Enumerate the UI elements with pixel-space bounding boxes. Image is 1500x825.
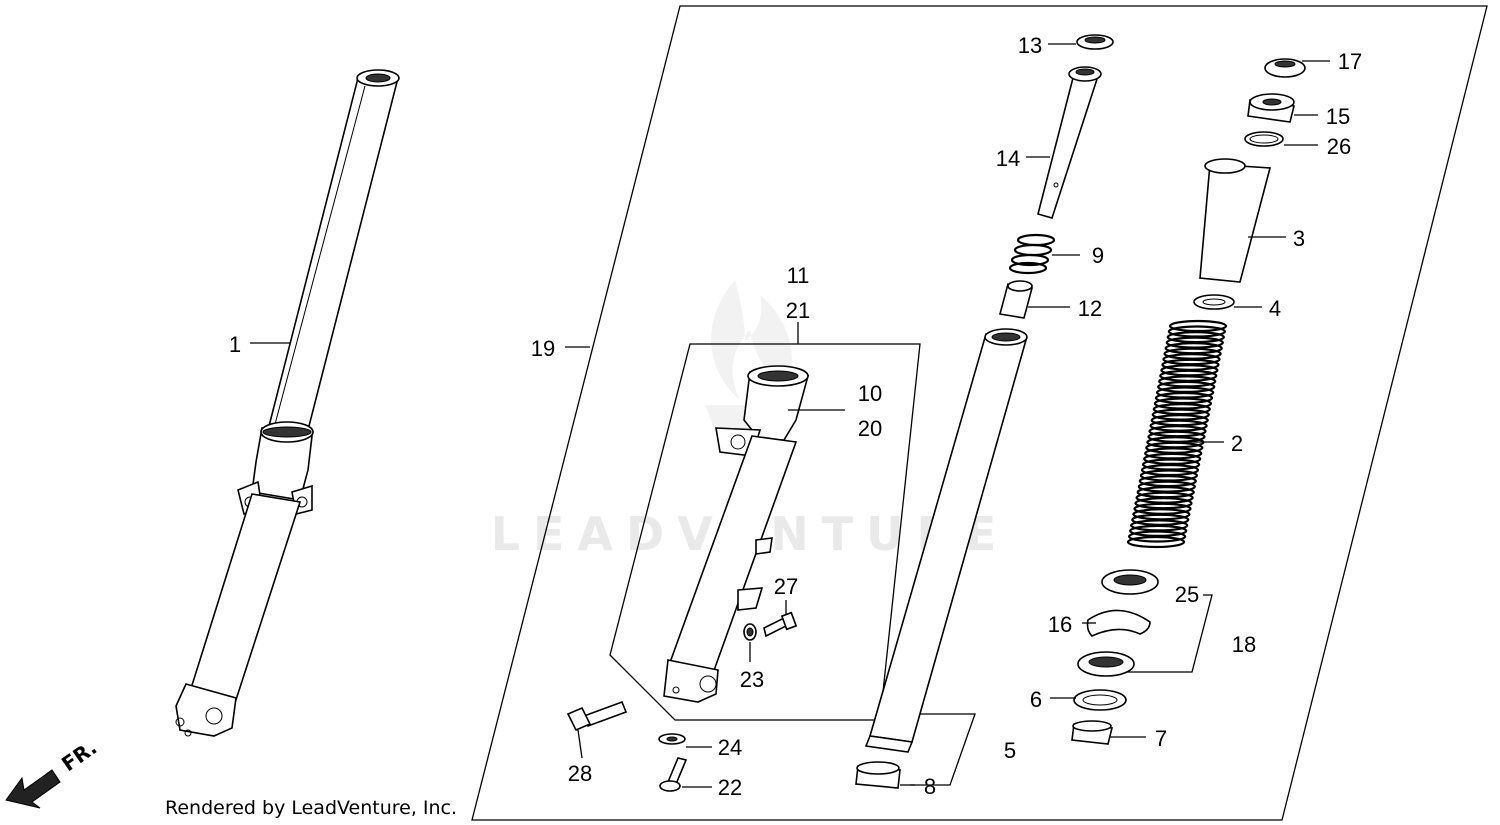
spring-seat-4: [1193, 294, 1235, 310]
oil-lock-piece-12: [999, 280, 1033, 319]
fork-bolt-15: [1247, 93, 1295, 123]
spring-coil: [1129, 524, 1188, 538]
callout-14: 14: [996, 146, 1020, 171]
bracket-5-8: [895, 713, 976, 786]
callout-6: 6: [1030, 687, 1042, 712]
spring-coil: [1126, 535, 1186, 549]
slider-group-boundary: [609, 343, 921, 721]
callout-10: 10: [858, 381, 882, 406]
back-up-ring-6: [1073, 689, 1127, 711]
spring-coil: [1165, 336, 1224, 349]
spring-coil: [1152, 403, 1211, 416]
bolt-28: [566, 700, 628, 732]
spring-coil: [1167, 325, 1227, 338]
spring-coil: [1149, 419, 1208, 432]
spring-coil: [1163, 347, 1222, 360]
spring-coil: [1135, 491, 1194, 504]
spring-coil: [1140, 463, 1200, 477]
spring-coil: [1159, 369, 1218, 382]
cap-17: [1264, 58, 1306, 78]
callout-17: 17: [1338, 49, 1362, 74]
callout-28: 28: [568, 761, 592, 786]
inner-tube-5: [864, 328, 1028, 753]
spring-coil: [1134, 497, 1193, 510]
spring-coil: [1158, 375, 1217, 388]
callout-16: 16: [1048, 612, 1072, 637]
callout-22: 22: [718, 775, 742, 800]
callout-4: 4: [1269, 296, 1281, 321]
callout-7: 7: [1155, 726, 1167, 751]
bush-8: [855, 761, 901, 789]
callout-labels: 1 2 3 4 5 6 7 8 9 10 11 12 13 14 15 16 1…: [229, 33, 1362, 800]
callout-27: 27: [774, 574, 798, 599]
washer-23: [743, 623, 757, 641]
spring-coil: [1166, 331, 1225, 344]
spring-coil: [1154, 391, 1214, 405]
spring-coil: [1137, 480, 1196, 493]
callout-25: 25: [1175, 582, 1199, 607]
slider-bush-7: [1071, 720, 1113, 745]
callout-23: 23: [740, 667, 764, 692]
callout-20: 20: [858, 416, 882, 441]
spring-coil: [1132, 508, 1191, 521]
kit-boundary-19: [471, 5, 1488, 821]
spring-coil: [1153, 397, 1213, 410]
spring-coil: [1139, 469, 1199, 482]
callout-1: 1: [229, 332, 241, 357]
washer-24: [658, 733, 686, 745]
spring-coil: [1138, 475, 1197, 488]
spring-coil: [1162, 353, 1221, 366]
callout-15: 15: [1326, 104, 1350, 129]
front-direction-arrow: FR.: [5, 735, 101, 809]
spring-coil: [1148, 425, 1207, 438]
fork-spring-2: [1126, 319, 1228, 549]
callout-18: 18: [1232, 632, 1256, 657]
spring-coil: [1143, 452, 1202, 465]
fr-label: FR.: [57, 735, 101, 776]
spring-coil: [1131, 513, 1190, 526]
render-credit: Rendered by LeadVenture, Inc.: [165, 797, 457, 819]
o-ring-26: [1244, 131, 1284, 147]
callout-8: 8: [924, 774, 936, 799]
callout-26: 26: [1327, 134, 1351, 159]
spring-coil: [1144, 447, 1203, 460]
callout-19: 19: [531, 336, 555, 361]
spring-coil: [1160, 364, 1219, 377]
bolt-27: [763, 611, 798, 638]
callout-9: 9: [1092, 243, 1104, 268]
callout-5: 5: [1004, 738, 1016, 763]
callout-2: 2: [1231, 431, 1243, 456]
callout-13: 13: [1018, 33, 1042, 58]
stopper-ring-16: [1086, 609, 1151, 637]
damper-rod-14: [1037, 66, 1102, 219]
spring-coil: [1127, 530, 1187, 543]
fork-assembly-1: [175, 69, 400, 737]
spring-coil: [1145, 441, 1204, 454]
seal-13: [1076, 34, 1114, 50]
callout-11: 11: [787, 263, 810, 288]
bracket-18: [1125, 594, 1213, 673]
rebound-spring-9: [1008, 233, 1056, 275]
dust-seal-25: [1101, 569, 1159, 595]
callout-3: 3: [1293, 226, 1305, 251]
spring-coil: [1157, 380, 1216, 393]
bolt-22: [659, 757, 688, 792]
spring-coil: [1130, 519, 1189, 532]
callout-24: 24: [718, 735, 742, 760]
spring-coil: [1151, 408, 1210, 421]
spring-coil: [1168, 319, 1228, 333]
spacer-3: [1199, 158, 1272, 283]
oil-seal-18: [1077, 651, 1135, 677]
callout-12: 12: [1078, 296, 1102, 321]
callout-21: 21: [786, 298, 810, 323]
fork-slider-10-20: [663, 365, 810, 703]
leader-lines: [250, 43, 1330, 788]
